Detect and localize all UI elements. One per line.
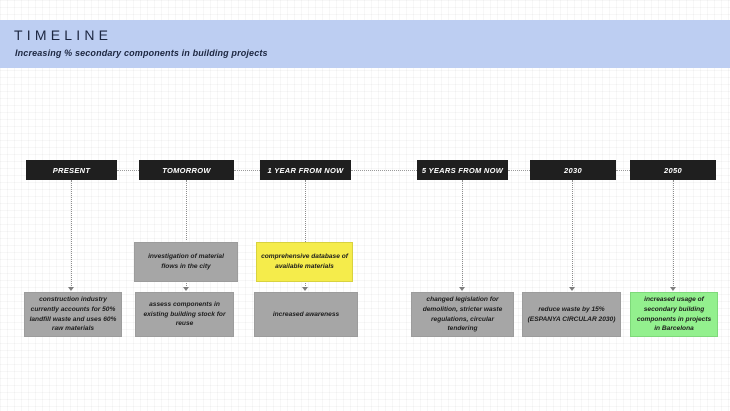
card-construction-industry-stats[interactable]: construction industry currently accounts… <box>24 292 122 337</box>
connector-arrow-2050 <box>670 287 676 291</box>
connector-arrow-2030 <box>569 287 575 291</box>
connector-line-1year-lower <box>305 281 306 288</box>
rail-segment-4 <box>508 170 530 171</box>
milestone-chip-2030[interactable]: 2030 <box>530 160 616 180</box>
card-reduce-waste[interactable]: reduce waste by 15% (ESPANYA CIRCULAR 20… <box>522 292 621 337</box>
card-text: reduce waste by 15% (ESPANYA CIRCULAR 20… <box>527 305 616 323</box>
milestone-chip-present[interactable]: PRESENT <box>26 160 117 180</box>
milestone-label: 5 YEARS FROM NOW <box>421 165 504 175</box>
card-text: assess components in existing building s… <box>143 301 226 328</box>
header-band: TIMELINE Increasing % secondary componen… <box>0 20 730 68</box>
card-text: comprehensive database of available mate… <box>261 253 348 270</box>
milestone-label: PRESENT <box>52 165 91 175</box>
milestone-label: TOMORROW <box>162 165 211 175</box>
rail-segment-5 <box>616 170 630 171</box>
connector-arrow-tomorrow <box>183 287 189 291</box>
connector-line-1year-upper <box>305 180 306 242</box>
milestone-label: 1 YEAR FROM NOW <box>267 165 344 175</box>
card-changed-legislation[interactable]: changed legislation for demolition, stri… <box>411 292 514 337</box>
card-assess-components[interactable]: assess components in existing building s… <box>135 292 234 337</box>
connector-arrow-1year <box>302 287 308 291</box>
rail-segment-2 <box>234 170 260 171</box>
connector-line-5years <box>462 180 463 288</box>
card-text: investigation of material flows in the c… <box>148 253 224 270</box>
connector-line-tomorrow-upper <box>186 180 187 240</box>
connector-arrow-present <box>68 287 74 291</box>
card-text: construction industry currently accounts… <box>29 296 117 333</box>
milestone-label: 2050 <box>664 165 682 175</box>
connector-line-present <box>71 180 72 288</box>
page-title: TIMELINE <box>14 27 113 43</box>
card-text: increased usage of secondary building co… <box>636 296 712 333</box>
milestone-label: 2030 <box>564 165 582 175</box>
card-investigation-material-flows[interactable]: investigation of material flows in the c… <box>134 242 238 282</box>
milestone-chip-1-year[interactable]: 1 YEAR FROM NOW <box>260 160 351 180</box>
milestone-chip-2050[interactable]: 2050 <box>630 160 716 180</box>
milestone-chip-5-years[interactable]: 5 YEARS FROM NOW <box>417 160 508 180</box>
connector-arrow-5years <box>459 287 465 291</box>
card-increased-secondary-usage[interactable]: increased usage of secondary building co… <box>630 292 718 337</box>
rail-segment-1 <box>117 170 139 171</box>
page-subtitle: Increasing % secondary components in bui… <box>15 48 268 58</box>
card-text: increased awareness <box>272 310 340 318</box>
card-comprehensive-database[interactable]: comprehensive database of available mate… <box>256 242 353 282</box>
milestone-chip-tomorrow[interactable]: TOMORROW <box>139 160 234 180</box>
connector-line-tomorrow-lower <box>186 281 187 288</box>
card-increased-awareness[interactable]: increased awareness <box>254 292 358 337</box>
connector-line-2050 <box>673 180 674 288</box>
card-text: changed legislation for demolition, stri… <box>422 296 503 333</box>
connector-line-2030 <box>572 180 573 288</box>
rail-segment-3 <box>351 170 417 171</box>
